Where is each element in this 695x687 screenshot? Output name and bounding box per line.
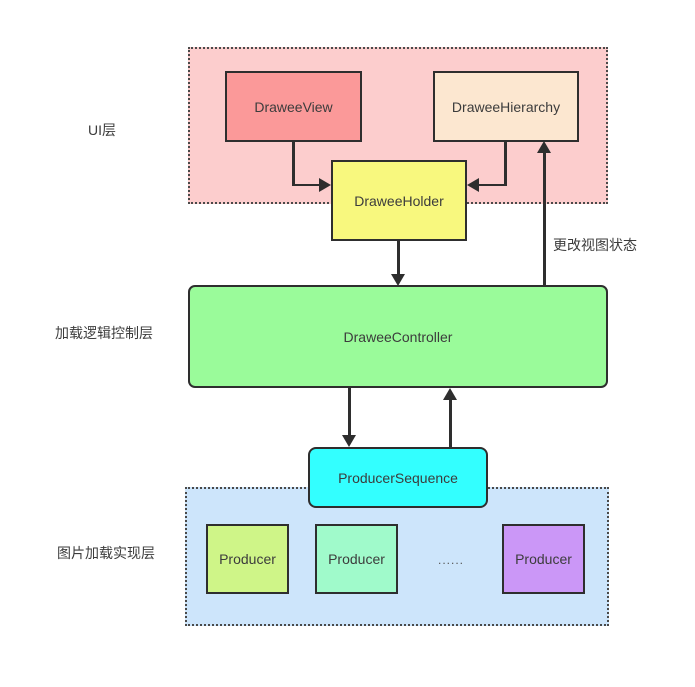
arrow-holder-to-controller-segment xyxy=(397,240,400,276)
annotation-update-view-state: 更改视图状态 xyxy=(553,237,637,253)
arrow-controller-to-producersequence-segment xyxy=(348,388,351,437)
arrow-draweeview-to-holder-segment-h xyxy=(292,183,320,186)
node-producer-2: Producer xyxy=(315,524,398,594)
producer-ellipsis: ...... xyxy=(437,553,464,567)
node-producer-1: Producer xyxy=(206,524,289,594)
node-drawee-hierarchy: DraweeHierarchy xyxy=(433,71,579,142)
arrow-controller-to-hierarchy-segment xyxy=(543,152,546,285)
arrow-hierarchy-to-holder-segment-h xyxy=(479,183,507,186)
arrow-hierarchy-to-holder-segment-v xyxy=(504,141,507,186)
arrow-producersequence-to-controller-segment xyxy=(449,399,452,447)
node-drawee-controller: DraweeController xyxy=(188,285,608,388)
arrow-controller-to-hierarchy-head-icon xyxy=(537,141,551,153)
arrow-draweeview-to-holder-segment-v xyxy=(292,141,295,186)
node-producer-sequence: ProducerSequence xyxy=(308,447,488,508)
node-producer-3: Producer xyxy=(502,524,585,594)
node-drawee-view: DraweeView xyxy=(225,71,362,142)
arrow-holder-to-controller-head-icon xyxy=(391,274,405,286)
arrow-producersequence-to-controller-head-icon xyxy=(443,388,457,400)
layer-label-load-logic-control: 加载逻辑控制层 xyxy=(55,325,153,341)
layer-label-ui: UI层 xyxy=(88,122,116,138)
layer-label-image-loading-impl: 图片加载实现层 xyxy=(57,545,155,561)
arrow-hierarchy-to-holder-head-icon xyxy=(467,178,479,192)
arrow-controller-to-producersequence-head-icon xyxy=(342,435,356,447)
arrow-draweeview-to-holder-head-icon xyxy=(319,178,331,192)
node-drawee-holder: DraweeHolder xyxy=(331,160,467,241)
